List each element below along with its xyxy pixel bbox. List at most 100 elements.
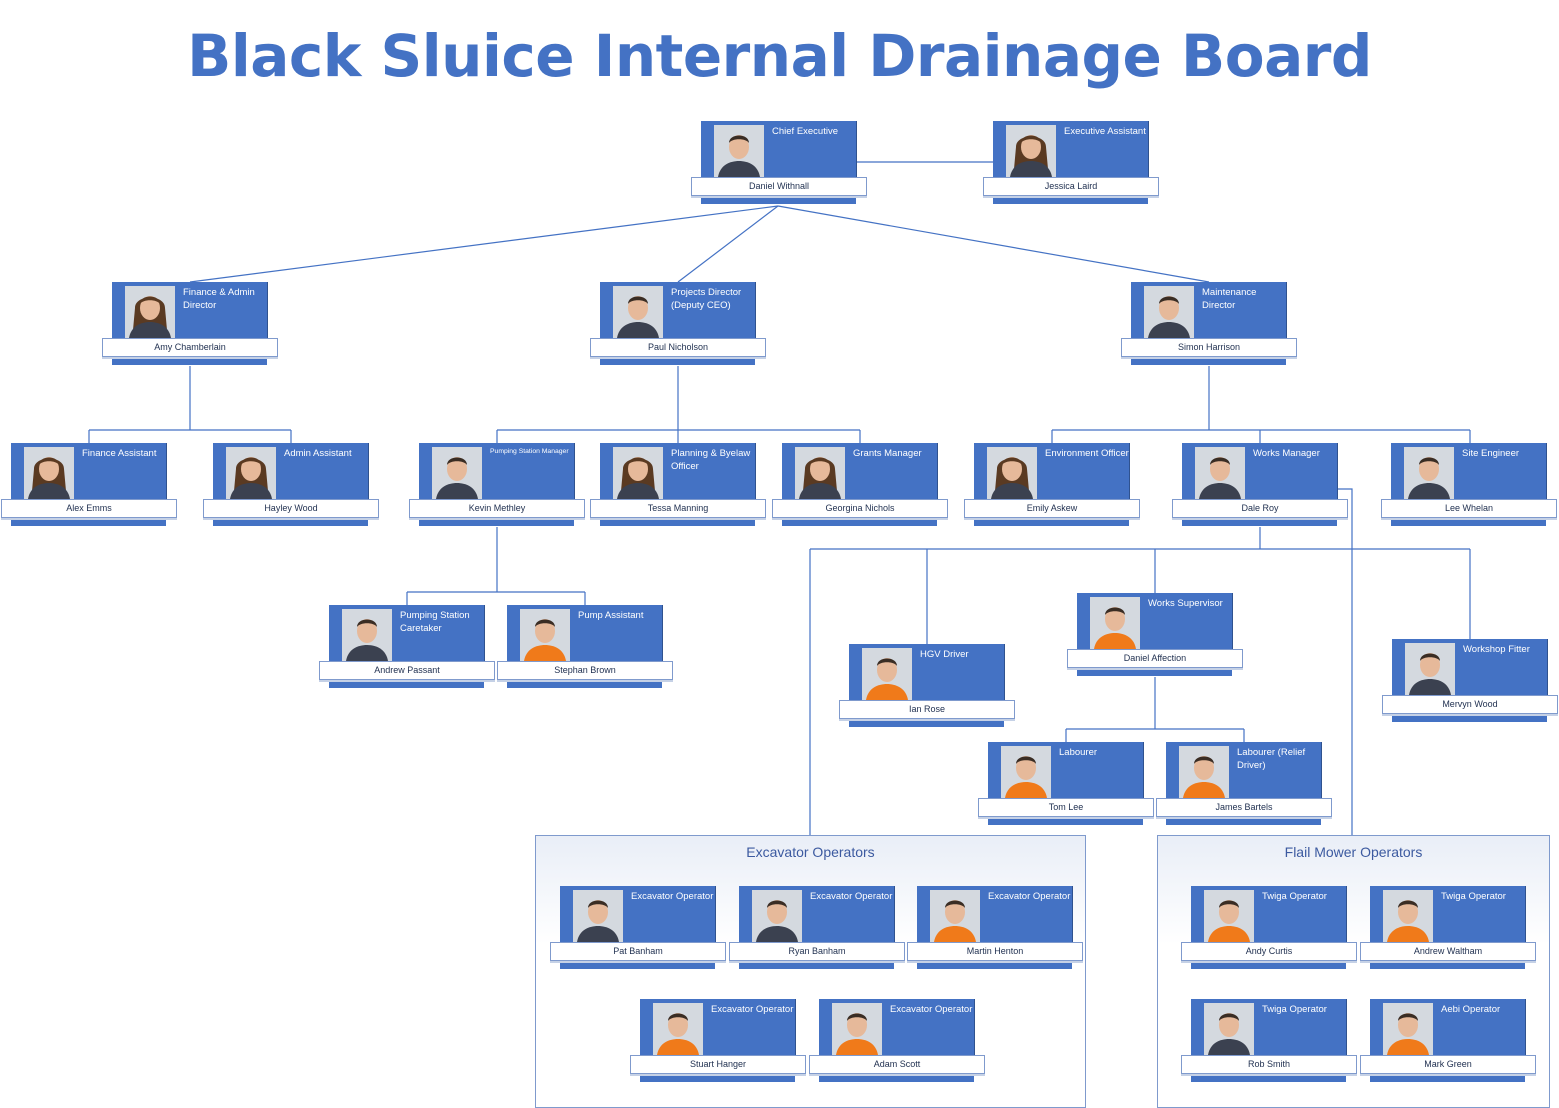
person-photo	[1001, 746, 1051, 798]
card-header: Site Engineer	[1391, 443, 1547, 503]
person-name: Mark Green	[1360, 1055, 1536, 1074]
role-label: Excavator Operator	[631, 891, 714, 902]
card-footer-strip	[419, 520, 574, 526]
person-name: Andrew Waltham	[1360, 942, 1536, 961]
card-header: Pumping Station Caretaker	[329, 605, 485, 665]
person-photo	[752, 890, 802, 942]
person-name: Andrew Passant	[319, 661, 495, 680]
person-photo	[1383, 1003, 1433, 1055]
role-label: Admin Assistant	[284, 448, 352, 459]
person-photo	[613, 447, 663, 499]
card-header: HGV Driver	[849, 644, 1005, 704]
card-footer-strip	[560, 963, 715, 969]
role-label: Twiga Operator	[1262, 1004, 1327, 1015]
person-photo	[1204, 1003, 1254, 1055]
person-photo	[520, 609, 570, 661]
role-label: Chief Executive	[772, 126, 839, 137]
person-photo	[1405, 643, 1455, 695]
card-header: Aebi Operator	[1370, 999, 1526, 1059]
role-label: HGV Driver	[920, 649, 969, 660]
card-header: Executive Assistant	[993, 121, 1149, 181]
person-name: Georgina Nichols	[772, 499, 948, 518]
card-footer-strip	[1191, 963, 1346, 969]
person-photo	[1090, 597, 1140, 649]
role-label: Projects Director (Deputy CEO)	[671, 287, 742, 311]
person-photo	[1195, 447, 1245, 499]
card-footer-strip	[1182, 520, 1337, 526]
person-photo	[1383, 890, 1433, 942]
role-label: Workshop Fitter	[1463, 644, 1530, 655]
person-name: Amy Chamberlain	[102, 338, 278, 357]
card-footer-strip	[112, 359, 267, 365]
role-label: Environment Officer	[1045, 448, 1129, 459]
person-name: Daniel Affection	[1067, 649, 1243, 668]
person-name: Dale Roy	[1172, 499, 1348, 518]
person-photo	[653, 1003, 703, 1055]
role-label: Excavator Operator	[988, 891, 1071, 902]
role-label: Pumping Station Caretaker	[400, 610, 470, 634]
card-footer-strip	[1391, 520, 1546, 526]
person-name: Pat Banham	[550, 942, 726, 961]
role-label: Aebi Operator	[1441, 1004, 1501, 1015]
role-label: Labourer (Relief Driver)	[1237, 747, 1306, 771]
card-header: Labourer (Relief Driver)	[1166, 742, 1322, 802]
role-label: Grants Manager	[853, 448, 922, 459]
card-header: Labourer	[988, 742, 1144, 802]
person-name: Martin Henton	[907, 942, 1083, 961]
excavator-operators-title: Excavator Operators	[746, 844, 875, 860]
org-card-projects-dir: Projects Director (Deputy CEO) Paul Nicho…	[590, 282, 766, 366]
card-footer-strip	[600, 520, 755, 526]
role-label: Pump Assistant	[578, 610, 644, 621]
card-header: Environment Officer	[974, 443, 1130, 503]
card-header: Grants Manager	[782, 443, 938, 503]
card-footer-strip	[213, 520, 368, 526]
card-footer-strip	[819, 1076, 974, 1082]
card-header: Finance Assistant	[11, 443, 167, 503]
person-name: Kevin Methley	[409, 499, 585, 518]
person-name: Rob Smith	[1181, 1055, 1357, 1074]
person-photo	[1144, 286, 1194, 338]
role-label: Twiga Operator	[1262, 891, 1327, 902]
person-photo	[1404, 447, 1454, 499]
card-footer-strip	[1370, 1076, 1525, 1082]
person-name: James Bartels	[1156, 798, 1332, 817]
role-label: Pumping Station Manager	[490, 448, 569, 455]
card-header: Projects Director (Deputy CEO)	[600, 282, 756, 342]
card-header: Twiga Operator	[1370, 886, 1526, 946]
card-header: Works Manager	[1182, 443, 1338, 503]
card-header: Workshop Fitter	[1392, 639, 1548, 699]
person-name: Jessica Laird	[983, 177, 1159, 196]
card-header: Maintenance Director	[1131, 282, 1287, 342]
role-label: Maintenance Director	[1202, 287, 1257, 311]
person-name: Ian Rose	[839, 700, 1015, 719]
role-label: Site Engineer	[1462, 448, 1520, 459]
person-name: Ryan Banham	[729, 942, 905, 961]
card-footer-strip	[1166, 819, 1321, 825]
person-name: Paul Nicholson	[590, 338, 766, 357]
person-photo	[432, 447, 482, 499]
card-header: Finance & Admin Director	[112, 282, 268, 342]
org-card-labourer2: Labourer (Relief Driver) James Bartels	[1156, 742, 1332, 826]
person-photo	[714, 125, 764, 177]
person-name: Emily Askew	[964, 499, 1140, 518]
person-photo	[832, 1003, 882, 1055]
role-label: Works Supervisor	[1148, 598, 1223, 609]
card-footer-strip	[329, 682, 484, 688]
role-label: Labourer	[1059, 747, 1098, 758]
